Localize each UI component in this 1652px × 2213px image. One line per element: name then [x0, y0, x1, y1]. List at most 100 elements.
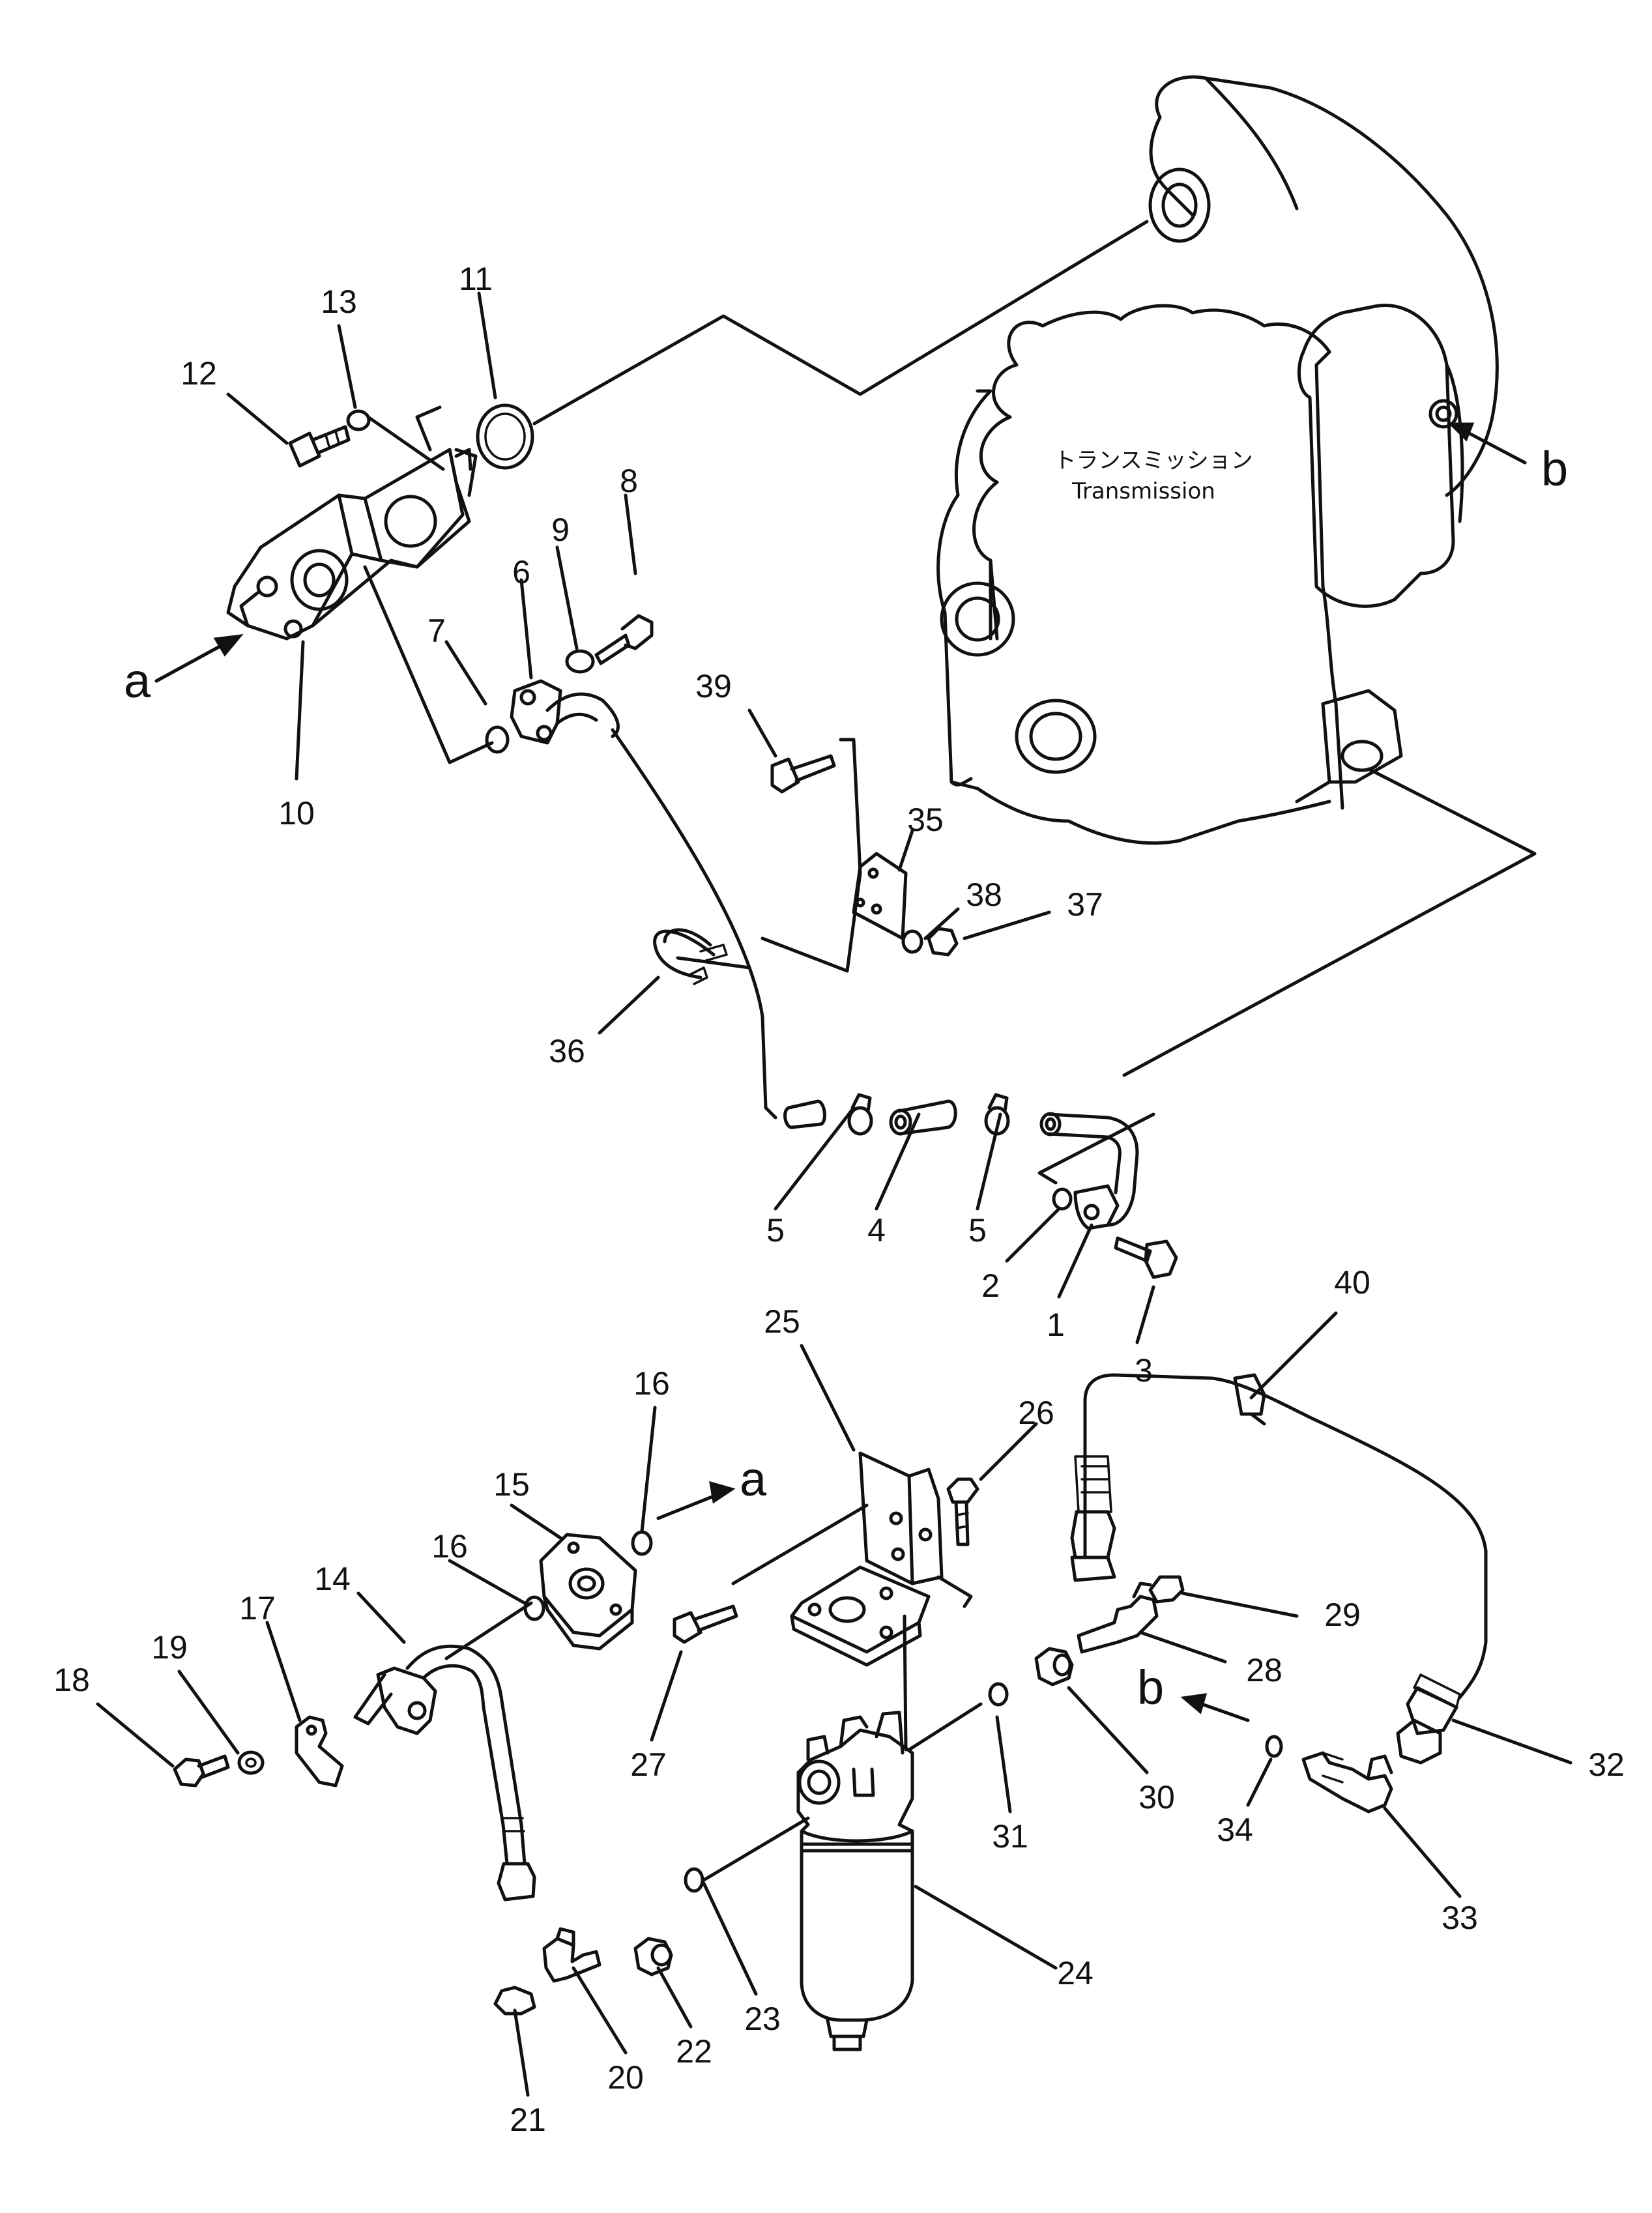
- marker-b-top: b: [1541, 442, 1568, 496]
- bracket-25: [790, 1451, 973, 1667]
- o-ring-16-left: [523, 1595, 545, 1621]
- bolt-3: [1114, 1236, 1178, 1279]
- flange-6: [510, 679, 620, 745]
- transmission-housing: [936, 75, 1499, 845]
- nipple-21: [493, 1986, 536, 2016]
- leader-lines-top: [154, 220, 1537, 1344]
- bolt-18: [173, 1754, 230, 1787]
- callout-18: 18: [53, 1662, 90, 1698]
- clamp-17: [295, 1715, 344, 1787]
- nut-37: [927, 927, 959, 957]
- callout-numbers: 1 2 3 4 5 5 6 7 8 9 10 11 12 13 14 15 16…: [53, 261, 1625, 2138]
- filter-24: [796, 1711, 914, 2051]
- callout-34: 34: [1217, 1812, 1253, 1848]
- callout-33: 33: [1442, 1900, 1478, 1936]
- callout-6: 6: [512, 554, 530, 590]
- callout-28: 28: [1246, 1652, 1282, 1688]
- callout-35: 35: [907, 802, 944, 838]
- callout-36: 36: [549, 1033, 585, 1069]
- callout-13: 13: [321, 283, 357, 320]
- callout-8: 8: [620, 463, 638, 499]
- bolt-26: [946, 1477, 979, 1546]
- flange-15: [539, 1533, 637, 1651]
- callout-5a: 5: [766, 1212, 785, 1249]
- leader-lines-bottom: [96, 1311, 1572, 2097]
- bracket-35: [852, 852, 908, 940]
- callout-20: 20: [607, 2059, 644, 2096]
- bolt-27: [673, 1604, 738, 1644]
- o-ring-11: [476, 403, 534, 470]
- callout-9: 9: [551, 512, 570, 548]
- callout-10: 10: [278, 795, 315, 832]
- marker-b-bottom: b: [1137, 1660, 1164, 1714]
- callout-24: 24: [1057, 1955, 1094, 1991]
- hydraulic-pump: [226, 405, 478, 641]
- nipple-29: [1148, 1575, 1185, 1604]
- hose-clamp-5-right: [984, 1093, 1010, 1136]
- callout-32: 32: [1588, 1746, 1625, 1783]
- callout-16b: 16: [431, 1528, 468, 1565]
- o-ring-31: [988, 1682, 1009, 1707]
- callout-17: 17: [239, 1590, 276, 1627]
- o-ring-34: [1265, 1735, 1283, 1758]
- o-ring-2: [1052, 1187, 1073, 1211]
- callout-22: 22: [676, 2033, 712, 2070]
- callout-38: 38: [966, 876, 1002, 913]
- arrow-b-bottom: [1180, 1693, 1250, 1722]
- callout-5b: 5: [968, 1212, 987, 1249]
- o-ring-16-right: [631, 1530, 653, 1556]
- callout-14: 14: [314, 1561, 351, 1597]
- callout-4: 4: [867, 1212, 886, 1249]
- hose-40: [1070, 1373, 1488, 1700]
- callout-12: 12: [181, 355, 217, 392]
- callout-31: 31: [992, 1818, 1028, 1855]
- u-bolt-36: [653, 928, 728, 985]
- arrow-a-bottom: [656, 1481, 736, 1520]
- callout-30: 30: [1138, 1779, 1175, 1815]
- callout-27: 27: [630, 1746, 667, 1783]
- tee-fitting-20: [542, 1927, 601, 1983]
- washer-38: [901, 929, 923, 954]
- tee-fitting-28: [1077, 1582, 1159, 1654]
- bolt-39: [770, 754, 836, 794]
- o-ring-23: [684, 1867, 704, 1893]
- callout-26: 26: [1018, 1395, 1054, 1431]
- transmission-label-jp: トランスミッション: [1054, 448, 1253, 474]
- washer-9: [565, 649, 595, 674]
- callout-2: 2: [981, 1267, 1000, 1304]
- bolt-8: [594, 614, 654, 665]
- hose-set: [783, 1093, 1139, 1230]
- hose-4: [889, 1099, 957, 1136]
- hose-clamp-5-left: [847, 1093, 873, 1136]
- callout-40: 40: [1334, 1264, 1370, 1301]
- callout-29: 29: [1324, 1597, 1361, 1633]
- callout-19: 19: [151, 1629, 188, 1666]
- callout-37: 37: [1067, 886, 1103, 923]
- callout-23: 23: [744, 2001, 781, 2037]
- callout-15: 15: [493, 1466, 530, 1503]
- arrow-a-top: [154, 634, 244, 683]
- callout-16a: 16: [633, 1365, 670, 1402]
- callout-11: 11: [459, 261, 493, 297]
- callout-7: 7: [427, 613, 446, 649]
- transmission-label-en: Transmission: [1071, 478, 1215, 504]
- pipe-14: [353, 1644, 536, 1902]
- callout-39: 39: [695, 668, 732, 704]
- nut-30: [1034, 1647, 1074, 1686]
- elbow-33: [1301, 1751, 1393, 1814]
- marker-a-bottom: a: [740, 1452, 767, 1506]
- marker-a-top: a: [124, 654, 151, 708]
- callout-1: 1: [1047, 1307, 1065, 1343]
- callout-21: 21: [510, 2102, 546, 2138]
- o-ring-7: [485, 725, 510, 754]
- washer-13: [346, 409, 371, 431]
- nut-22: [633, 1937, 673, 1976]
- bolt-12: [288, 425, 351, 468]
- callout-3: 3: [1135, 1352, 1153, 1389]
- washer-19: [237, 1750, 265, 1775]
- callout-25: 25: [764, 1303, 800, 1340]
- hose-end-32: [1396, 1673, 1461, 1765]
- arrow-b-top: [1447, 422, 1475, 442]
